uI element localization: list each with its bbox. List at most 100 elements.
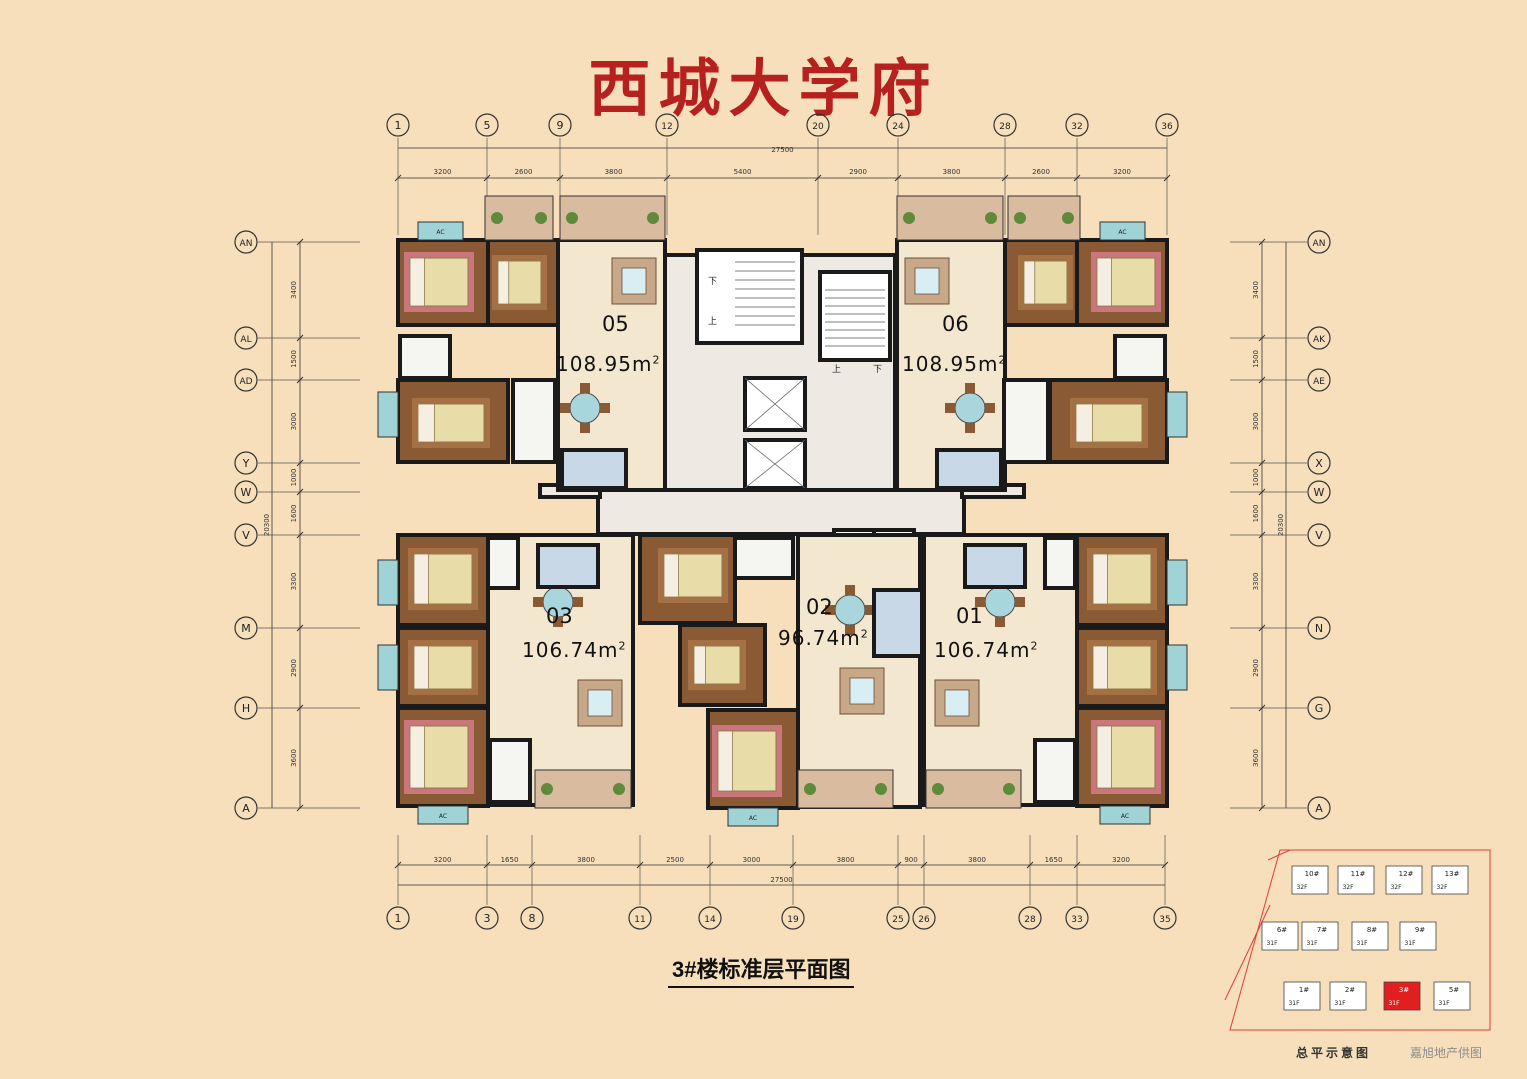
u01-ac-bottom xyxy=(1099,805,1151,825)
side-tick-0-5 xyxy=(296,531,304,539)
top-tick-6 xyxy=(1001,174,1009,182)
top-dim-3: 5400 xyxy=(734,168,752,176)
side-dim-0-0: 3400 xyxy=(290,281,298,299)
unit-area-01: 106.74m2 xyxy=(934,638,1039,662)
side-tick-0-8 xyxy=(296,804,304,812)
u01-bath-1 xyxy=(1043,536,1077,590)
u02-dining-chair-0 xyxy=(825,605,835,615)
u05-dining-chair-3 xyxy=(580,423,590,433)
top-axis-24-circle xyxy=(886,113,910,137)
bottom-axis-35-10-label: 35 xyxy=(1159,915,1170,925)
top-axis-20-circle xyxy=(806,113,830,137)
site-building-floor-0: 32F xyxy=(1296,884,1308,891)
u05-bath-2 xyxy=(511,378,557,464)
site-building-label-2: 12# xyxy=(1399,870,1414,878)
unit-area-05: 108.95m2 xyxy=(556,352,661,376)
bottom-axis-3-1-circle xyxy=(475,906,499,930)
bottom-axis-28-8-label: 28 xyxy=(1024,915,1036,925)
left-axis-W-4-circle xyxy=(234,480,258,504)
u06-bath-1 xyxy=(1113,334,1167,380)
site-building-1 xyxy=(1337,865,1375,895)
u05-dining-chair-0 xyxy=(560,403,570,413)
site-building-floor-8: 31F xyxy=(1288,1000,1300,1007)
u03-ac-1 xyxy=(377,559,399,606)
u06-bed-a-pillow xyxy=(1096,257,1112,307)
left-axis-AN-0-circle xyxy=(234,230,258,254)
site-building-6 xyxy=(1351,921,1389,951)
site-building-label-9: 2# xyxy=(1345,986,1355,994)
u06-balcony-2-plant-2 xyxy=(1062,212,1074,224)
unit-area-03: 106.74m2 xyxy=(522,638,627,662)
bottom-dim-4: 3000 xyxy=(743,856,761,864)
site-building-9 xyxy=(1329,981,1367,1011)
top-axis-9-circle xyxy=(548,113,572,137)
left-axis-AL-1-label: AL xyxy=(240,335,251,345)
u03-sofa-table xyxy=(587,689,613,717)
side-tick-1-6 xyxy=(1258,624,1266,632)
top-total-dim: 27500 xyxy=(771,146,793,154)
bottom-axis-25-6-label: 25 xyxy=(892,915,903,925)
u06-bed-c-pillow xyxy=(1075,403,1093,443)
side-dim-0-6: 2900 xyxy=(290,659,298,677)
u03-ac-2 xyxy=(377,644,399,691)
top-tick-1 xyxy=(483,174,491,182)
site-plan-map: 10#32F11#32F12#32F13#32F6#31F7#31F8#31F9… xyxy=(1224,849,1491,1031)
side-dim-1-1: 1500 xyxy=(1252,350,1260,368)
u03-ac-bottom-label: AC xyxy=(439,813,447,820)
bottom-tick-10 xyxy=(1161,861,1169,869)
top-dim-7: 3200 xyxy=(1113,168,1131,176)
u02-dining-chair-3 xyxy=(845,625,855,635)
site-building-floor-5: 31F xyxy=(1306,940,1318,947)
left-axis-Y-3-label: Y xyxy=(242,457,250,470)
side-dim-1-2: 3000 xyxy=(1252,413,1260,431)
side-tick-0-3 xyxy=(296,459,304,467)
u06-dining-chair-2 xyxy=(965,383,975,393)
top-axis-36-label: 36 xyxy=(1161,122,1173,132)
unit-number-03: 03 xyxy=(546,604,573,628)
top-axis-32-label: 32 xyxy=(1071,122,1082,132)
bottom-axis-33-9-circle xyxy=(1065,906,1089,930)
u03-dining-chair-1 xyxy=(573,597,583,607)
u03-bed-c-pillow xyxy=(409,725,425,789)
top-dim-5: 3800 xyxy=(943,168,961,176)
left-axis-AD-2-label: AD xyxy=(239,377,252,387)
u02-sofa-table xyxy=(849,677,875,705)
side-tick-1-3 xyxy=(1258,459,1266,467)
stair-east xyxy=(818,270,892,362)
site-building-3 xyxy=(1431,865,1469,895)
site-building-label-8: 1# xyxy=(1299,986,1309,994)
u05-ac-side xyxy=(377,391,399,438)
site-building-label-4: 6# xyxy=(1277,926,1287,934)
left-axis-V-5-label: V xyxy=(242,529,250,542)
left-axis-M-6-circle xyxy=(234,616,258,640)
bottom-axis-26-7-label: 26 xyxy=(918,915,930,925)
stair-east-down: 下 xyxy=(873,365,882,375)
side-tick-1-0 xyxy=(1258,238,1266,246)
right-axis-AK-1-circle xyxy=(1307,326,1331,350)
bottom-dim-1: 1650 xyxy=(501,856,519,864)
u01-ac-bottom-label: AC xyxy=(1121,813,1129,820)
u03-dining-chair-0 xyxy=(533,597,543,607)
u01-sofa-table xyxy=(944,689,970,717)
site-building-11 xyxy=(1433,981,1471,1011)
side-dim-1-5: 3300 xyxy=(1252,573,1260,591)
top-axis-5-label: 5 xyxy=(484,119,491,132)
side-dim-0-5: 3300 xyxy=(290,573,298,591)
u02-ac-bottom xyxy=(727,807,779,827)
top-axis-5-circle xyxy=(475,113,499,137)
u02-dining-table xyxy=(834,594,866,626)
bottom-tick-3 xyxy=(636,861,644,869)
site-building-8 xyxy=(1283,981,1321,1011)
u03-ac-bottom xyxy=(417,805,469,825)
right-axis-X-3-label: X xyxy=(1315,457,1323,470)
u01-dining-chair-3 xyxy=(995,617,1005,627)
side-tick-1-4 xyxy=(1258,488,1266,496)
stair-west-down: 下 xyxy=(708,277,717,287)
bottom-tick-9 xyxy=(1073,861,1081,869)
side-tick-1-1 xyxy=(1258,334,1266,342)
side-dim-0-7: 3600 xyxy=(290,749,298,767)
side-total-dim-1: 20300 xyxy=(1277,514,1285,536)
top-axis-1-circle xyxy=(386,113,410,137)
